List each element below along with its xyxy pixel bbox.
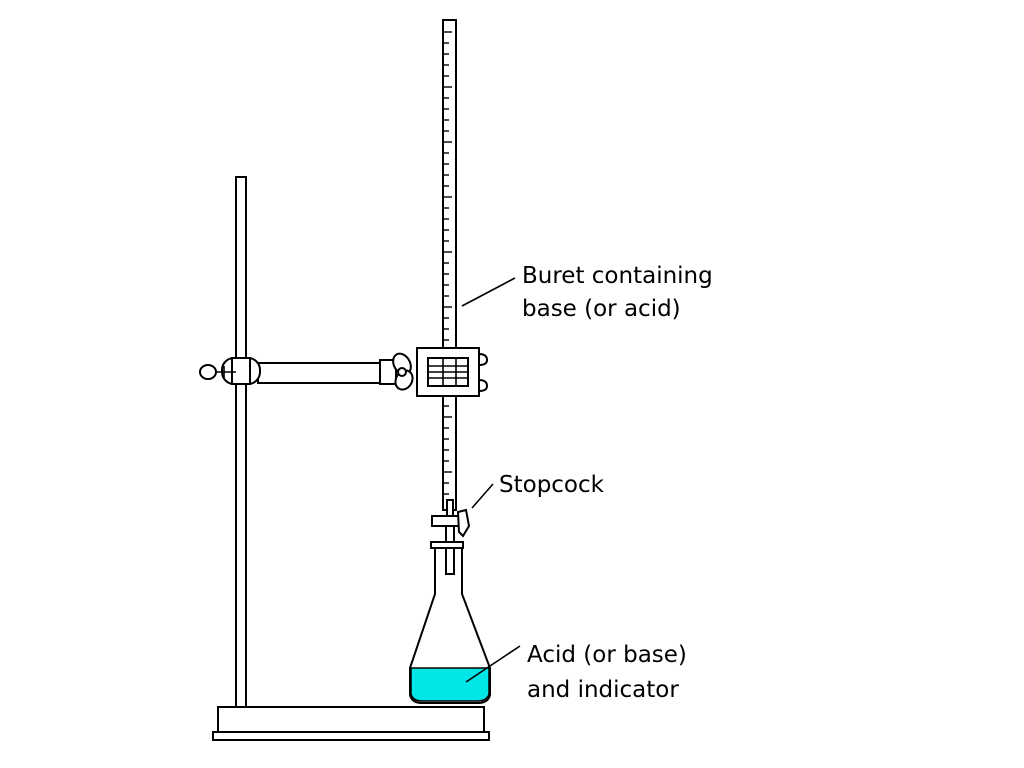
stopcock-label: Stopcock xyxy=(499,472,605,498)
buret xyxy=(442,19,457,511)
flask-outline xyxy=(409,547,491,704)
flask-label-line2: and indicator xyxy=(527,677,679,703)
buret-label-line2: base (or acid) xyxy=(522,296,681,322)
stopcock-label-leader xyxy=(471,483,494,509)
stand-base xyxy=(212,706,490,741)
buret-label-line1: Buret containing xyxy=(522,263,713,289)
flask-label-line1: Acid (or base) xyxy=(527,642,687,668)
buret-clamp xyxy=(416,347,489,397)
support-rod xyxy=(235,176,247,708)
flask-label-leader xyxy=(465,645,521,683)
wing-nut-icon xyxy=(392,352,414,391)
buret-graduations xyxy=(443,31,452,495)
buret-label-leader xyxy=(461,277,516,307)
flask-solution xyxy=(410,667,490,702)
erlenmeyer-flask xyxy=(409,541,491,704)
boss-screw-icon xyxy=(199,364,236,380)
clamp-arm xyxy=(221,357,397,385)
